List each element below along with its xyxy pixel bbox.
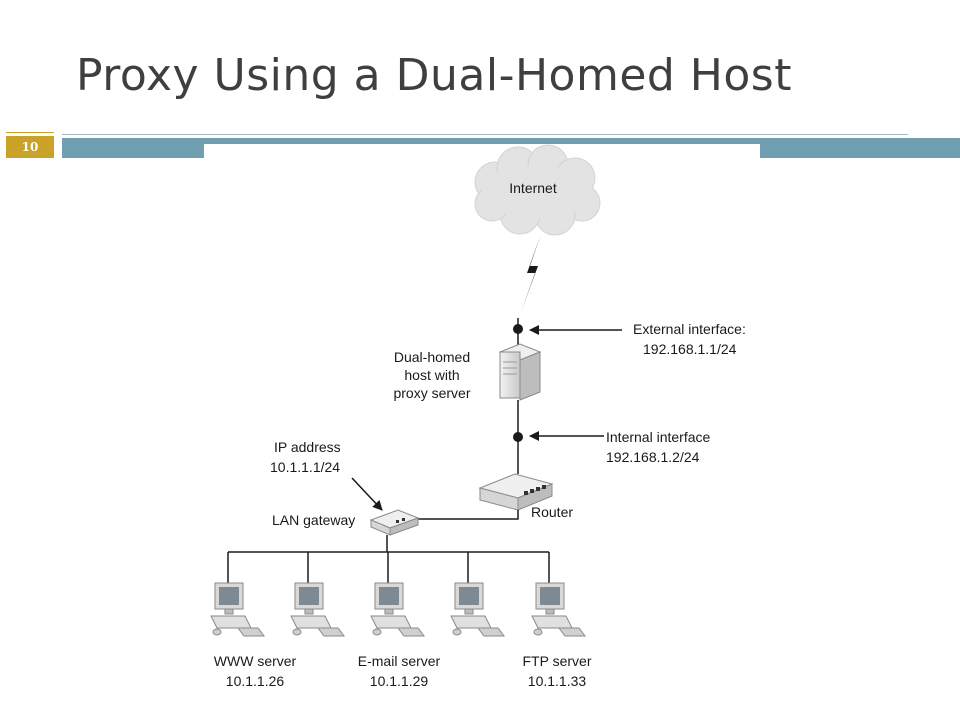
ip-address-label: IP address bbox=[274, 439, 341, 455]
ip-address-value: 10.1.1.1/24 bbox=[270, 459, 340, 475]
router-label: Router bbox=[531, 504, 573, 520]
dual-homed-label-line2: host with bbox=[404, 367, 459, 383]
page-badge-rule bbox=[6, 132, 54, 133]
lan-gateway-icon bbox=[369, 509, 420, 536]
workstation-icon bbox=[370, 582, 425, 637]
internal-interface-ip: 192.168.1.2/24 bbox=[606, 449, 700, 465]
ip-address-arrow bbox=[351, 477, 383, 511]
workstation-icon bbox=[450, 582, 505, 637]
header-bar-left bbox=[62, 138, 204, 158]
ftp-server-ip: 10.1.1.33 bbox=[528, 673, 587, 689]
dual-homed-label-line1: Dual-homed bbox=[394, 349, 470, 365]
internal-interface-label: Internal interface bbox=[606, 429, 710, 445]
external-interface-label: External interface: bbox=[633, 321, 746, 337]
www-server-label: WWW server bbox=[214, 653, 297, 669]
header-bar-right bbox=[760, 138, 960, 158]
external-interface-ip: 192.168.1.1/24 bbox=[643, 341, 737, 357]
email-server-ip: 10.1.1.29 bbox=[370, 673, 429, 689]
internet-cloud-icon bbox=[474, 144, 601, 236]
external-interface-dot bbox=[513, 324, 523, 334]
workstation-icon bbox=[531, 582, 586, 637]
router-to-gateway-line bbox=[412, 510, 519, 520]
internal-interface-dot bbox=[513, 432, 523, 442]
workstation-icon bbox=[210, 582, 265, 637]
page-number-badge: 10 bbox=[6, 136, 54, 158]
dual-homed-label-line3: proxy server bbox=[393, 385, 470, 401]
www-server-ip: 10.1.1.26 bbox=[226, 673, 285, 689]
email-server-label: E-mail server bbox=[358, 653, 441, 669]
workstation-icon bbox=[290, 582, 345, 637]
header-rule bbox=[62, 134, 908, 135]
ftp-server-label: FTP server bbox=[523, 653, 592, 669]
proxy-server-icon bbox=[498, 343, 542, 401]
slide-title: Proxy Using a Dual-Homed Host bbox=[76, 50, 792, 101]
wireless-link-icon bbox=[521, 234, 541, 312]
lan-gateway-label: LAN gateway bbox=[272, 512, 355, 528]
internet-label: Internet bbox=[509, 180, 557, 196]
header-bar-middle bbox=[204, 138, 760, 144]
